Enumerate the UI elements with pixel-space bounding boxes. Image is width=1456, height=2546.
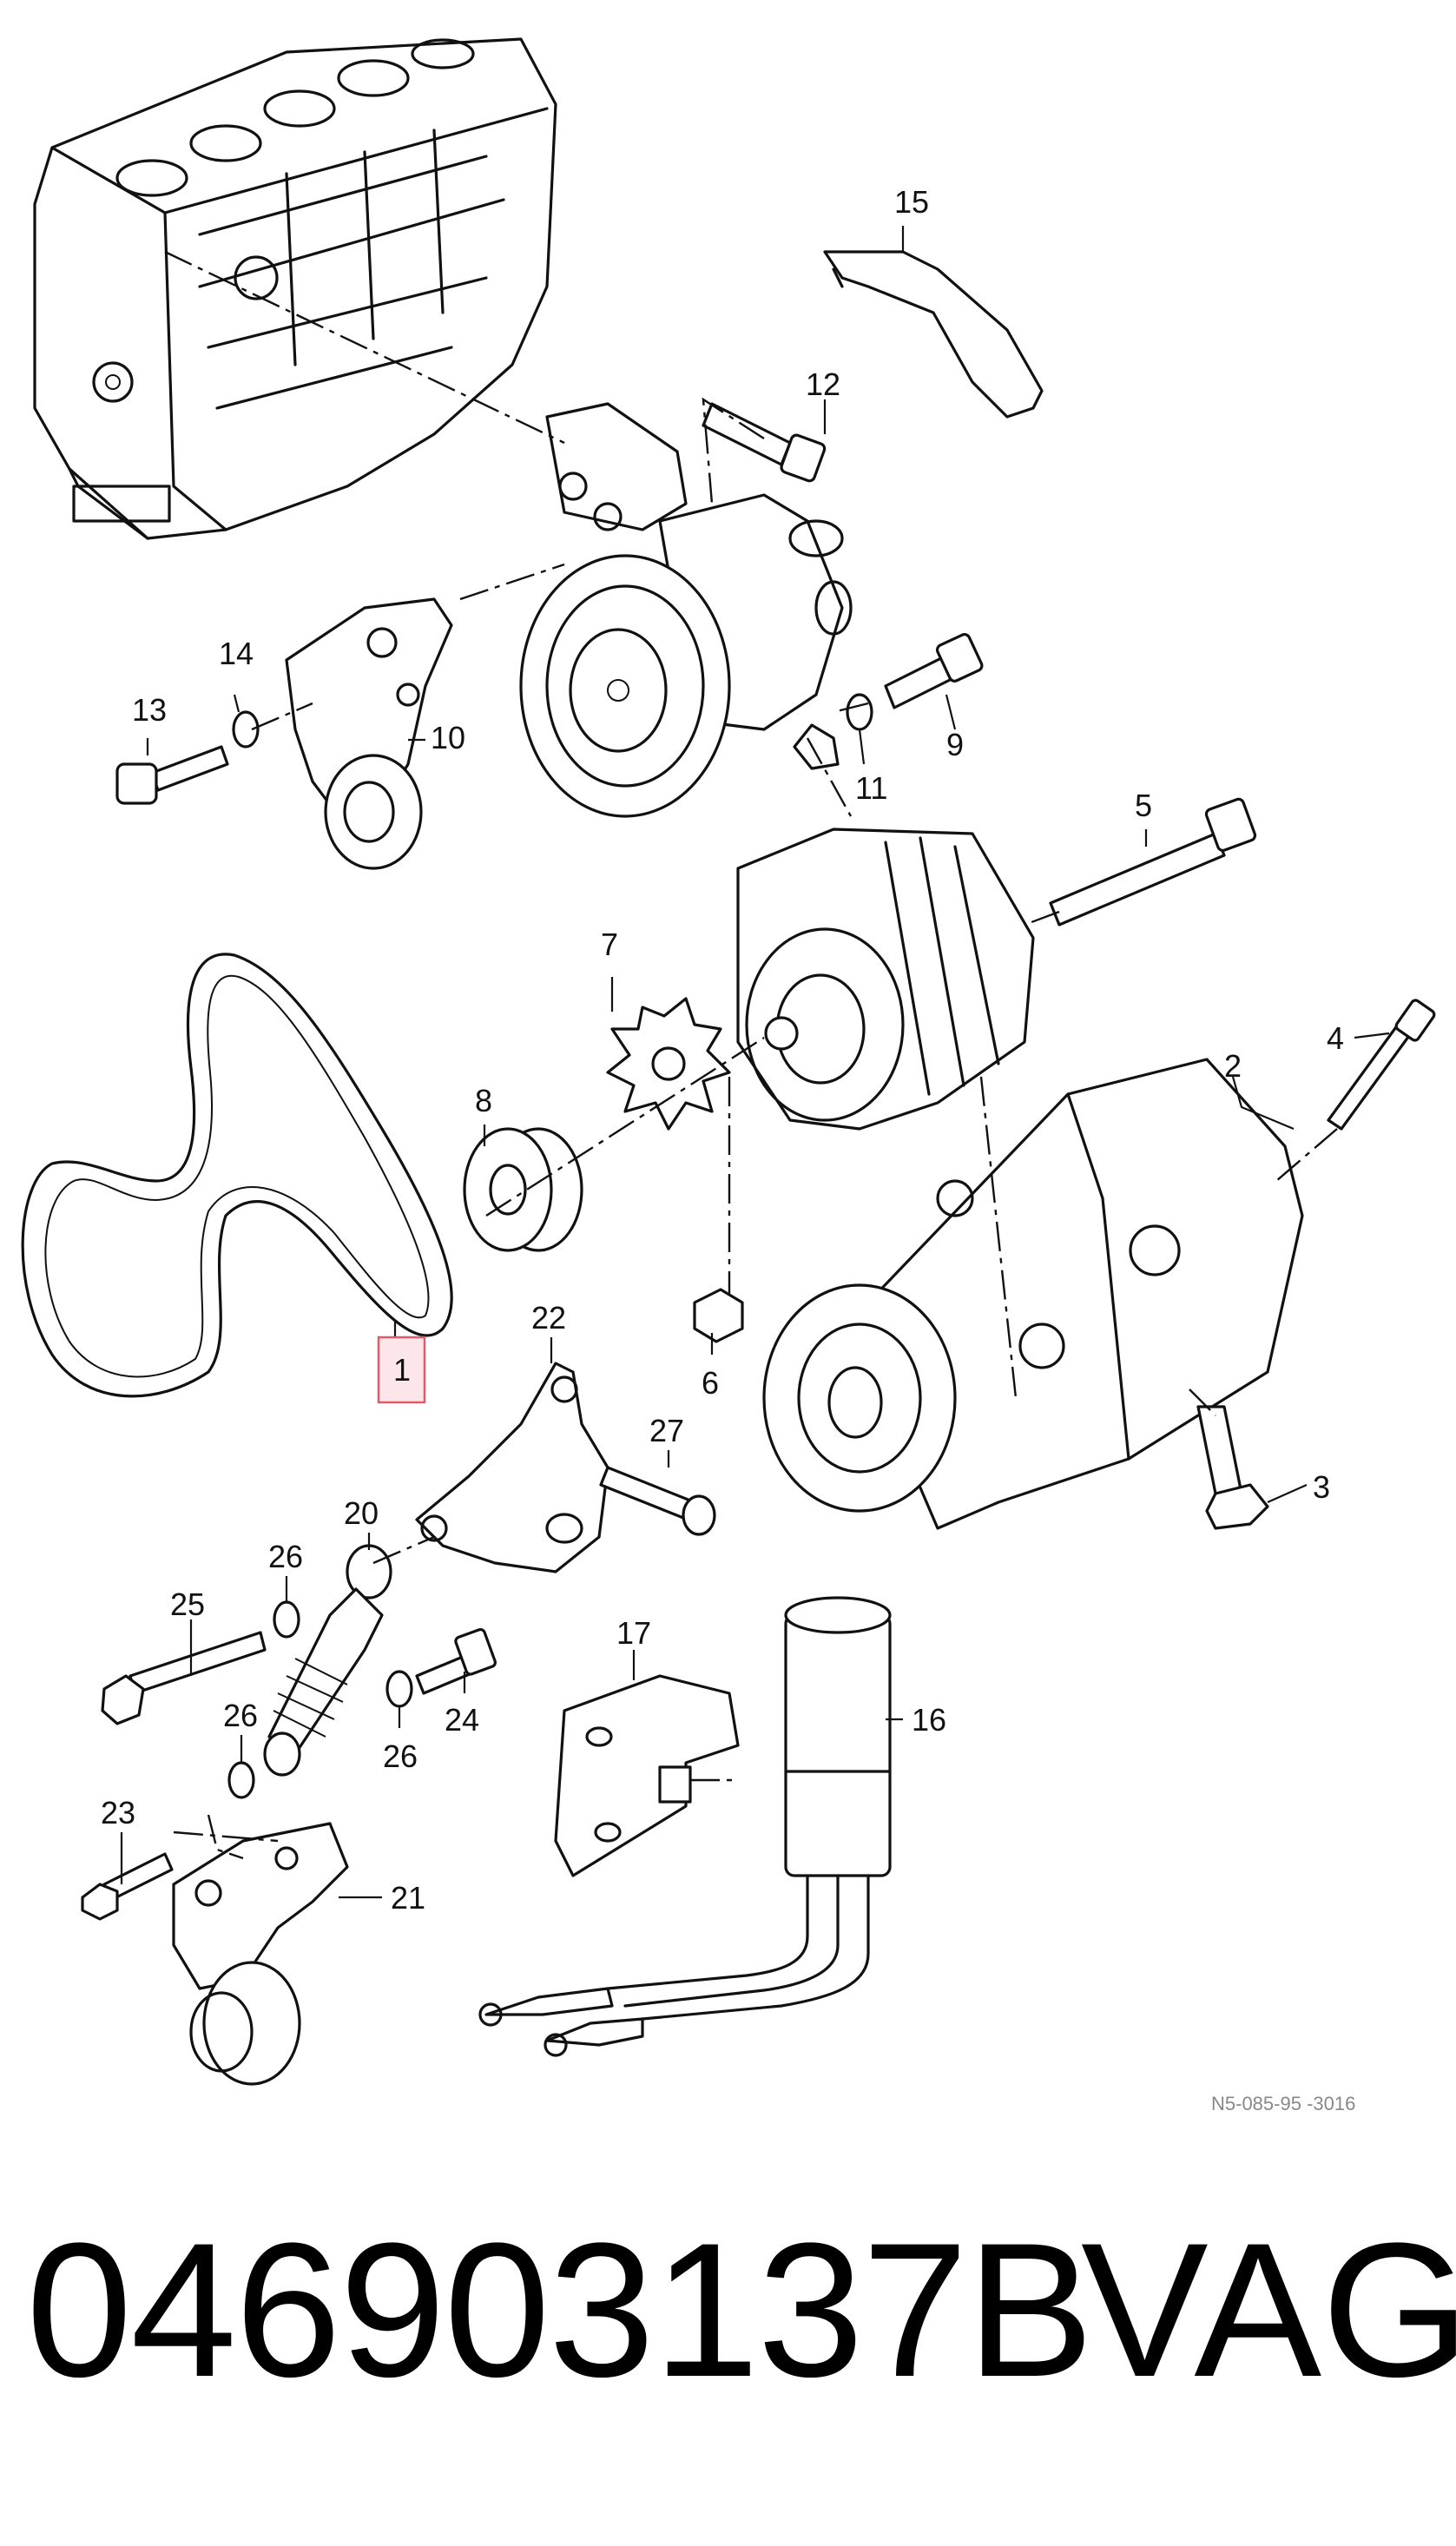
washer-26-right xyxy=(385,1670,413,1708)
callout-15: 15 xyxy=(894,184,929,220)
bolt-5 xyxy=(1049,797,1257,927)
bracket-17 xyxy=(554,1674,740,1877)
callout-5: 5 xyxy=(1135,788,1152,823)
engine-block xyxy=(33,37,557,540)
callout-1: 1 xyxy=(393,1352,411,1388)
callout-14: 14 xyxy=(219,636,254,671)
callout-22: 22 xyxy=(531,1300,566,1336)
exploded-parts-diagram: 1 2 3 4 5 6 7 8 9 10 11 12 13 14 15 16 1… xyxy=(21,37,1436,2114)
callout-8: 8 xyxy=(475,1083,492,1118)
bolt-23 xyxy=(81,1852,174,1921)
brand-name: VAG xyxy=(1081,2203,1456,2417)
callout-21: 21 xyxy=(391,1880,425,1916)
callout-2: 2 xyxy=(1224,1048,1242,1084)
fan-7 xyxy=(606,997,731,1131)
nut-6 xyxy=(693,1288,744,1343)
bolt-25 xyxy=(101,1631,267,1725)
callout-17: 17 xyxy=(616,1615,651,1651)
callout-3: 3 xyxy=(1313,1469,1330,1505)
callout-7: 7 xyxy=(601,927,618,962)
callout-10: 10 xyxy=(431,720,465,755)
bracket-2 xyxy=(866,1058,1304,1530)
ribbed-belt-1 xyxy=(21,953,453,1398)
part-number: 046903137B xyxy=(26,2203,1094,2417)
callout-24: 24 xyxy=(445,1702,479,1738)
callout-1-highlight xyxy=(377,1336,426,1404)
bolt-27 xyxy=(599,1466,716,1536)
compressor-pulley xyxy=(762,1283,957,1513)
callout-25: 25 xyxy=(170,1586,205,1622)
washer-14 xyxy=(232,710,260,749)
part-number-footer: 046903137B VAG xyxy=(0,2197,1456,2423)
callout-11: 11 xyxy=(855,770,887,806)
callouts: 1 2 3 4 5 6 7 8 9 10 11 12 13 14 15 16 1… xyxy=(101,184,1355,2114)
damper-20 xyxy=(263,1544,392,1777)
bolt-9 xyxy=(884,632,984,709)
bolt-12 xyxy=(702,402,827,483)
callout-26c: 26 xyxy=(383,1738,418,1774)
callout-23: 23 xyxy=(101,1795,135,1830)
callout-16: 16 xyxy=(912,1702,946,1738)
bolt-3 xyxy=(1196,1405,1269,1530)
callout-26b: 26 xyxy=(223,1698,258,1733)
resistor-16 xyxy=(478,1596,892,2057)
bolt-13 xyxy=(115,745,229,805)
washer-26-top xyxy=(273,1600,300,1639)
drawing-code: N5-085-95 -3016 xyxy=(1211,2093,1355,2114)
callout-13: 13 xyxy=(132,692,167,728)
bolt-24 xyxy=(415,1627,497,1695)
centerlines xyxy=(164,250,1338,1860)
callout-4: 4 xyxy=(1327,1020,1344,1056)
callout-26a: 26 xyxy=(268,1539,303,1574)
tensioner-10 xyxy=(285,597,453,870)
washer-26-left xyxy=(227,1761,255,1799)
callout-12: 12 xyxy=(806,366,840,402)
power-steering-pump xyxy=(519,402,853,818)
callout-27: 27 xyxy=(649,1413,684,1448)
belt-cover xyxy=(823,250,1044,419)
alternator xyxy=(736,828,1035,1131)
pulley-8 xyxy=(463,1127,583,1252)
washer-11 xyxy=(846,693,873,731)
bracket-21 xyxy=(172,1822,349,2086)
leader-lines xyxy=(120,226,1390,1899)
tensioner-arm-22 xyxy=(415,1362,609,1573)
stud-4 xyxy=(1327,999,1436,1131)
callout-20: 20 xyxy=(344,1495,379,1531)
callout-9: 9 xyxy=(946,727,964,762)
callout-6: 6 xyxy=(702,1365,719,1401)
